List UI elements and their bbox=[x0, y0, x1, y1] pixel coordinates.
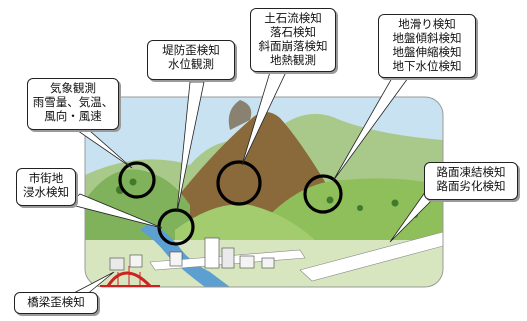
building bbox=[221, 247, 235, 269]
callout-line: 雨雪量、気温、 bbox=[32, 95, 114, 109]
weather-sensor-circle bbox=[118, 161, 156, 199]
tree bbox=[357, 205, 363, 211]
callout-line: 堤防歪検知 bbox=[162, 43, 220, 57]
callout-line: 橋梁歪検知 bbox=[27, 295, 85, 309]
building bbox=[261, 257, 275, 269]
building bbox=[204, 237, 220, 269]
callout-line: 落石検知 bbox=[270, 25, 316, 39]
callout-line: 市街地 bbox=[28, 171, 64, 185]
ground-sensor-circle bbox=[303, 174, 343, 214]
callout-pointers bbox=[66, 71, 437, 296]
callout-ground-monitoring: 地滑り検知 地盤傾斜検知 地盤伸縮検知 地下水位検知 bbox=[378, 14, 476, 78]
callout-line: 水位観測 bbox=[168, 57, 214, 71]
callout-urban-flood: 市街地 浸水検知 bbox=[16, 168, 76, 206]
callout-line: 気象観測 bbox=[50, 81, 96, 95]
building bbox=[109, 257, 125, 271]
slope-sensor-circle bbox=[216, 160, 262, 206]
callout-line: 斜面崩落検知 bbox=[258, 39, 328, 53]
bridge bbox=[100, 266, 160, 288]
callout-line: 風向・風速 bbox=[44, 109, 102, 123]
tree bbox=[391, 199, 399, 207]
callout-slope-disaster: 土石流検知 落石検知 斜面崩落検知 地熱観測 bbox=[250, 8, 336, 72]
callout-weather-observation: 気象観測 雨雪量、気温、 風向・風速 bbox=[27, 78, 119, 130]
callout-line: 地熱観測 bbox=[270, 53, 316, 67]
building bbox=[169, 251, 183, 267]
callout-bridge-strain: 橋梁歪検知 bbox=[14, 292, 98, 314]
callout-line: 路面凍結検知 bbox=[436, 165, 506, 179]
callout-line: 路面劣化検知 bbox=[436, 179, 506, 193]
callout-line: 地盤伸縮検知 bbox=[392, 45, 462, 59]
callout-line: 地下水位検知 bbox=[392, 59, 462, 73]
callout-embankment: 堤防歪検知 水位観測 bbox=[147, 40, 235, 80]
volcano-smoke bbox=[228, 100, 252, 130]
road-main bbox=[299, 231, 443, 282]
building bbox=[239, 255, 255, 269]
callout-line: 地盤傾斜検知 bbox=[392, 31, 462, 45]
callout-line: 浸水検知 bbox=[23, 185, 69, 199]
tree bbox=[326, 196, 334, 204]
building bbox=[129, 254, 143, 268]
callout-line: 地滑り検知 bbox=[398, 17, 456, 31]
callout-road-surface: 路面凍結検知 路面劣化検知 bbox=[424, 162, 518, 200]
callout-line: 土石流検知 bbox=[264, 11, 322, 25]
tree bbox=[129, 178, 137, 186]
